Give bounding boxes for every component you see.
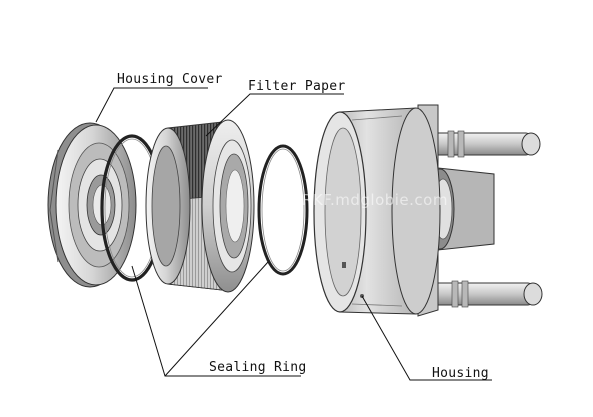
sealing-ring-right [257,144,309,276]
filter-element [145,119,255,293]
leader-lines [95,87,492,381]
label-sealing-ring: Sealing Ring [209,360,307,375]
label-housing-cover: Housing Cover [117,72,223,87]
label-housing: Housing [432,366,489,381]
watermark: RKF.mdglobie.com [302,191,448,209]
housing-part [313,104,543,317]
housing-cover-part [47,122,137,288]
label-filter-paper: Filter Paper [248,79,346,94]
